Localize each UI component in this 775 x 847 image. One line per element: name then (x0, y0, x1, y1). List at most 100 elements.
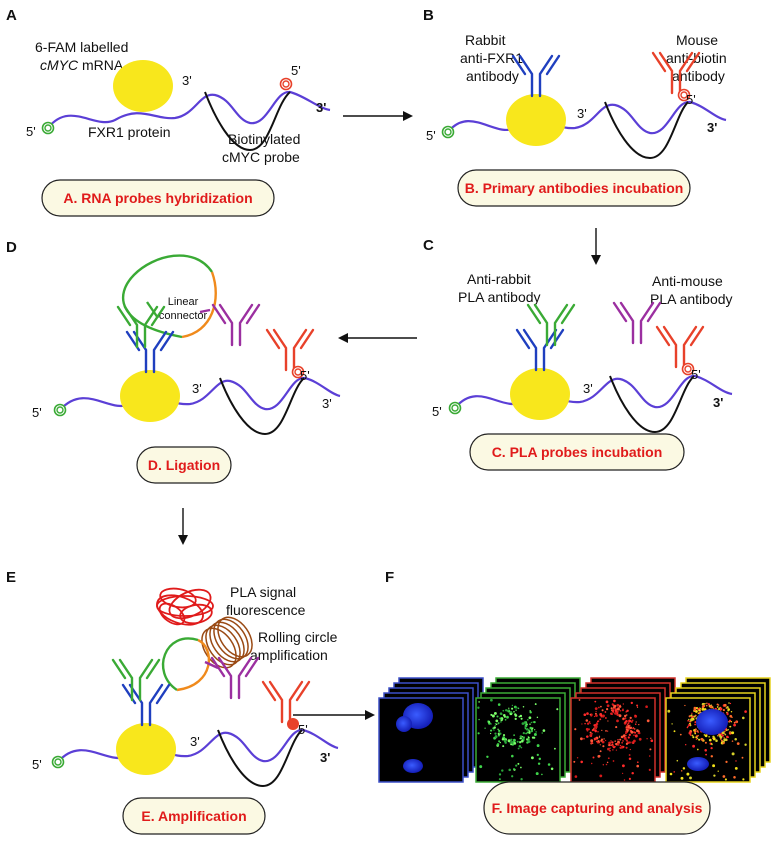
label-fam-mrna-line2: cMYC mRNA (40, 57, 124, 73)
label-antirabbit-line1: Anti-rabbit (467, 271, 531, 287)
label-fxr1-protein: FXR1 protein (88, 124, 170, 140)
five-prime-b: 5' (426, 128, 436, 143)
panel-e: E PLA signal fluorescence Rolling circle… (6, 569, 339, 835)
nucleus-2 (396, 716, 412, 732)
connector-link-right (199, 308, 211, 314)
probe-e (217, 729, 303, 788)
fam-label-icon-d (53, 403, 67, 417)
label-rabbit-line3: antibody (466, 68, 519, 84)
panel-letter-f: F (385, 569, 394, 586)
label-fam-mrna-line1: 6-FAM labelled (35, 39, 128, 55)
fxr1-protein-c (510, 368, 570, 420)
caption-f: F. Image capturing and analysis (492, 800, 703, 816)
arrow-b-to-c-head (591, 255, 601, 265)
caption-a: A. RNA probes hybridization (63, 190, 252, 206)
label-signal-line2: fluorescence (226, 602, 306, 618)
three-prime-b: 3' (707, 120, 717, 135)
panel-letter-a: A (6, 7, 17, 24)
connector-circle-orange-e (176, 638, 211, 692)
label-rca-line1: Rolling circle (258, 629, 338, 645)
connector-link-left (146, 301, 159, 319)
arrow-a-to-b-head (403, 111, 413, 121)
arrow-e-to-f-head (365, 710, 375, 720)
caption-box-c (469, 433, 685, 471)
caption-box-f (483, 781, 711, 835)
panel-f: F (378, 569, 771, 835)
fam-label-icon (41, 121, 55, 135)
fam-label-icon-c (448, 401, 462, 415)
image-stack-red (570, 677, 676, 783)
caption-b: B. Primary antibodies incubation (465, 180, 684, 196)
anti-mouse-pla-antibody (612, 301, 662, 345)
red-signal-dots (573, 699, 654, 781)
three-prime-probe-c: 3' (583, 381, 593, 396)
anti-mouse-pla-antibody-d (211, 303, 261, 347)
pla-signal-tangle (156, 587, 214, 626)
caption-e: E. Amplification (141, 808, 246, 824)
label-connector-line2: connector (159, 310, 208, 322)
three-prime-e: 3' (320, 750, 330, 765)
three-prime-a: 3' (316, 100, 326, 115)
three-prime-probe-d: 3' (192, 381, 202, 396)
biotin-icon (279, 77, 293, 91)
rabbit-anti-fxr1-antibody-e (121, 683, 171, 727)
label-signal-line1: PLA signal (230, 584, 296, 600)
three-prime-probe-b: 3' (577, 106, 587, 121)
label-rabbit-line1: Rabbit (465, 32, 506, 48)
nucleus-3 (403, 759, 423, 773)
label-rca-line2: amplification (250, 647, 328, 663)
merge-nucleus-1 (696, 709, 728, 735)
caption-box-a (41, 179, 275, 217)
arrow-c-to-d-head (338, 333, 348, 343)
panel-letter-e: E (6, 569, 16, 586)
panel-letter-d: D (6, 239, 17, 256)
green-signal-dots (477, 698, 559, 781)
mouse-anti-biotin-antibody-c (655, 325, 705, 369)
panel-a: A 6-FAM labelled cMYC mRNA 5' 3' 5' 3' F… (6, 7, 331, 217)
three-prime-probe-a: 3' (182, 73, 192, 88)
caption-box-b (457, 169, 691, 207)
mouse-anti-biotin-antibody-d (265, 328, 315, 372)
five-prime-c: 5' (432, 404, 442, 419)
five-prime-probe-b: 5' (686, 92, 696, 107)
merge-nucleus-2 (687, 757, 709, 771)
connector-circle-orange (181, 271, 217, 339)
connector-link-e (204, 660, 219, 670)
probe-c (609, 375, 695, 434)
three-prime-d: 3' (322, 396, 332, 411)
three-prime-probe-e: 3' (190, 734, 200, 749)
mrna-strand (47, 90, 331, 129)
label-connector-line1: Linear (168, 296, 199, 308)
fxr1-protein-b (506, 94, 566, 146)
image-stack-merge (665, 677, 771, 783)
label-antirabbit-line2: PLA antibody (458, 289, 541, 305)
panel-d: D Linear connector 5' 3' 5' 3' D. Ligati… (6, 239, 341, 484)
connector-circle-green (121, 254, 213, 339)
caption-c: C. PLA probes incubation (492, 444, 663, 460)
five-prime-probe-a: 5' (291, 63, 301, 78)
caption-box-e (122, 797, 266, 835)
label-probe-line2: cMYC probe (222, 149, 300, 165)
panel-b: B Rabbit anti-FXR1 antibody Mouse anti-b… (423, 7, 727, 207)
biotinylated-probe (204, 91, 291, 152)
five-prime-d: 5' (32, 405, 42, 420)
three-prime-c: 3' (713, 395, 723, 410)
panel-letter-b: B (423, 7, 434, 24)
fam-label-icon-b (441, 125, 455, 139)
mouse-anti-biotin-antibody-e (261, 680, 311, 724)
panel-letter-c: C (423, 237, 434, 254)
five-prime-probe-c: 5' (691, 367, 701, 382)
probe-d (219, 377, 305, 436)
rabbit-anti-fxr1-antibody-d (125, 330, 175, 374)
label-probe-line1: Biotinylated (228, 131, 300, 147)
label-mouse-line3: antibody (672, 68, 725, 84)
fam-label-icon-e (51, 755, 65, 769)
fxr1-protein (113, 60, 173, 112)
arrow-d-to-e-head (178, 535, 188, 545)
fxr1-protein-d (120, 370, 180, 422)
label-mouse-line1: Mouse (676, 32, 718, 48)
image-stack-green (475, 677, 581, 783)
five-prime-a: 5' (26, 124, 36, 139)
label-antimouse-line1: Anti-mouse (652, 273, 723, 289)
